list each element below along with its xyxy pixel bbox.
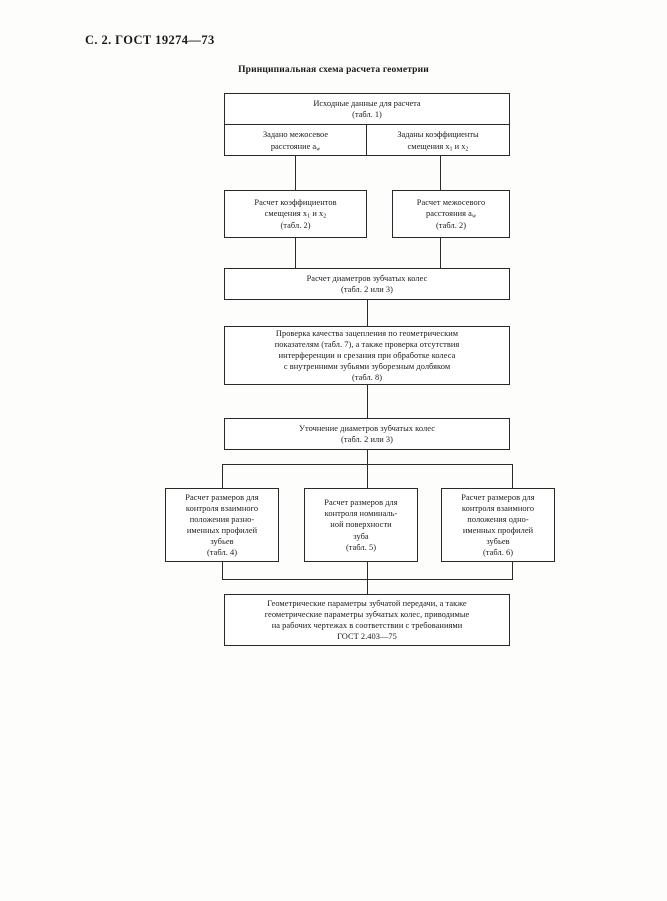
node-measure-same-ref: (табл. 6) xyxy=(482,548,514,558)
node-result-line1: Геометрические параметры зубчатой переда… xyxy=(267,598,467,608)
edge-refine-stem xyxy=(367,450,368,464)
label-text: смещения x xyxy=(264,209,308,219)
node-measure-same-line2: контроля взаимного xyxy=(461,503,535,513)
node-measure-same-line5: зубьев xyxy=(486,537,510,547)
node-initial-data: Исходные данные для расчета (табл. 1) За… xyxy=(224,93,510,156)
edge-refine-to-same-profiles xyxy=(512,464,513,488)
node-measure-same-line3: положения одно- xyxy=(467,514,529,524)
node-given-center-distance: Задано межосевое расстояние aw xyxy=(225,125,367,156)
edge-refine-to-opposite-profiles xyxy=(222,464,223,488)
node-result-line2: геометрические параметры зубчатых колес,… xyxy=(264,609,470,619)
node-calc-center-distance: Расчет межосевого расстояния aw (табл. 2… xyxy=(392,190,510,238)
node-initial-data-title: Исходные данные для расчета xyxy=(313,98,421,108)
edge-refine-to-nominal-surface xyxy=(367,464,368,488)
edge-opposite-profiles-to-result xyxy=(222,562,223,579)
node-calc-shift-ref: (табл. 2) xyxy=(280,220,311,230)
node-calc-center-line2: расстояния aw xyxy=(425,208,477,221)
node-measure-opposite-profiles: Расчет размеров для контроля взаимного п… xyxy=(165,488,279,562)
node-calc-diameters-ref: (табл. 2 или 3) xyxy=(341,285,393,294)
node-calc-shift-coefficients: Расчет коэффициентов смещения x1 и x2 (т… xyxy=(224,190,367,238)
edge-same-profiles-to-result xyxy=(512,562,513,579)
node-calc-diameters: Расчет диаметров зубчатых колес (табл. 2… xyxy=(224,268,510,300)
edge-calc-center-to-diameters xyxy=(440,238,441,268)
node-result-line4: ГОСТ 2.403—75 xyxy=(337,632,397,642)
node-check-mesh-ref: (табл. 8) xyxy=(351,373,383,383)
node-measure-opposite-line1: Расчет размеров для xyxy=(185,492,259,502)
node-given-center-distance-line1: Задано межосевое xyxy=(262,130,329,140)
node-calc-center-ref: (табл. 2) xyxy=(435,220,467,230)
node-measure-same-line4: именных профилей xyxy=(462,526,534,535)
node-given-shift-coefficients-line1: Заданы коэффициенты xyxy=(397,130,479,140)
node-refine-diameters-line1: Уточнение диаметров зубчатых колес xyxy=(299,423,435,433)
node-initial-data-cells: Задано межосевое расстояние aw Заданы ко… xyxy=(225,125,509,156)
edge-root-left-to-calc-shift xyxy=(295,156,296,190)
node-measure-same-line1: Расчет размеров для xyxy=(461,492,535,502)
node-calc-shift-line2: смещения x1 и x2 xyxy=(264,208,327,221)
node-measure-same-profiles: Расчет размеров для контроля взаимного п… xyxy=(441,488,555,562)
node-given-shift-coefficients-line2: смещения x1 и x2 xyxy=(407,141,469,153)
label-conj: и x xyxy=(452,141,466,151)
node-measure-nominal-line3: ной поверхности xyxy=(330,520,392,530)
label-text: расстояние a xyxy=(270,141,317,151)
node-refine-diameters: Уточнение диаметров зубчатых колес (табл… xyxy=(224,418,510,450)
node-calc-diameters-line1: Расчет диаметров зубчатых колес xyxy=(306,273,428,283)
label-text: смещения x xyxy=(407,141,450,151)
node-measure-nominal-surface: Расчет размеров для контроля номиналь- н… xyxy=(304,488,418,562)
node-check-mesh-line2: показателям (табл. 7), а также проверка … xyxy=(274,339,460,349)
running-head: С. 2. ГОСТ 19274—73 xyxy=(85,33,215,47)
label-conj: и x xyxy=(310,209,324,219)
node-measure-nominal-line4: зуба xyxy=(353,531,369,541)
subscript-1: 1 xyxy=(449,146,453,153)
node-given-center-distance-line2: расстояние aw xyxy=(270,141,321,153)
node-initial-data-ref: (табл. 1) xyxy=(352,110,382,119)
subscript-w: w xyxy=(316,146,321,153)
node-calc-center-line1: Расчет межосевого xyxy=(416,198,486,208)
subscript-w: w xyxy=(471,214,477,221)
node-measure-nominal-line1: Расчет размеров для xyxy=(324,498,398,508)
label-text: расстояния a xyxy=(425,209,472,219)
node-measure-opposite-line3: положения разно- xyxy=(189,514,255,524)
edge-calc-shift-to-diameters xyxy=(295,238,296,268)
figure-title: Принципиальная схема расчета геометрии xyxy=(238,65,429,75)
subscript-2: 2 xyxy=(465,146,469,153)
node-measure-opposite-line5: зубьев xyxy=(210,537,234,547)
node-measure-opposite-line4: именных профилей xyxy=(186,526,258,535)
edge-nominal-surface-to-result xyxy=(367,562,368,579)
node-given-shift-coefficients: Заданы коэффициенты смещения x1 и x2 xyxy=(367,125,509,156)
node-measure-opposite-ref: (табл. 4) xyxy=(206,548,238,558)
node-result-parameters: Геометрические параметры зубчатой переда… xyxy=(224,594,510,646)
subscript-2: 2 xyxy=(323,214,327,221)
node-check-mesh-line1: Проверка качества зацепления по геометри… xyxy=(275,328,459,338)
node-initial-data-header: Исходные данные для расчета (табл. 1) xyxy=(225,94,509,125)
edge-check-to-refine xyxy=(367,385,368,418)
node-calc-shift-line1: Расчет коэффициентов xyxy=(254,198,337,208)
edge-result-stem xyxy=(367,579,368,594)
node-measure-opposite-line2: контроля взаимного xyxy=(185,503,259,513)
edge-diameters-to-check xyxy=(367,300,368,326)
node-refine-diameters-ref: (табл. 2 или 3) xyxy=(341,435,393,444)
node-measure-nominal-ref: (табл. 5) xyxy=(345,542,377,552)
subscript-1: 1 xyxy=(307,214,311,221)
node-result-line3: на рабочих чертежах в соответствии с тре… xyxy=(271,621,463,630)
node-check-mesh-line4: с внутренними зубьями зуборезным долбяко… xyxy=(283,362,451,372)
node-check-mesh-line3: интерференции и срезания при обработке к… xyxy=(278,350,456,360)
node-measure-nominal-line2: контроля номиналь- xyxy=(324,509,398,519)
edge-root-right-to-calc-center xyxy=(440,156,441,190)
node-check-mesh-quality: Проверка качества зацепления по геометри… xyxy=(224,326,510,385)
